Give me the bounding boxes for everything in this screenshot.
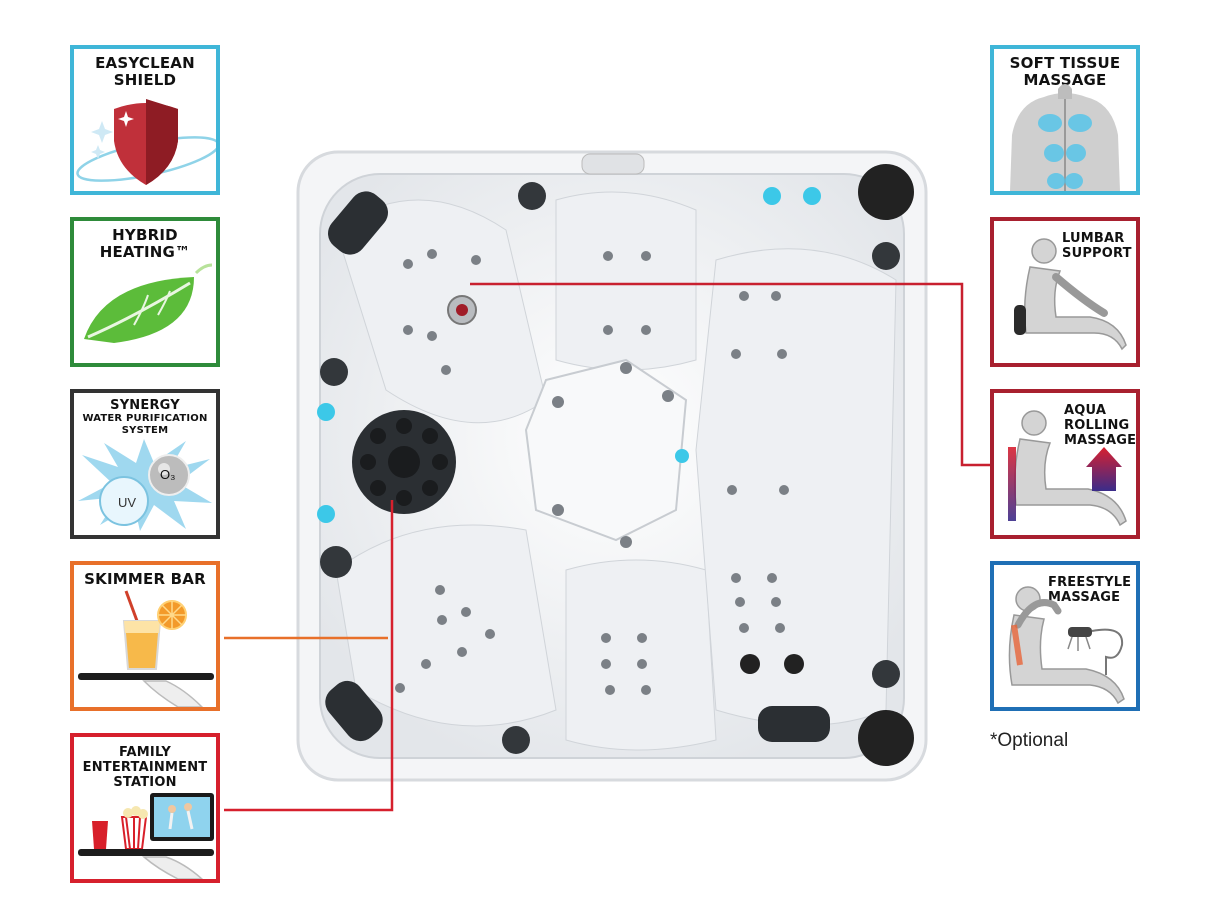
feature-card-freestyle-massage: FREESTYLE MASSAGE	[990, 561, 1140, 711]
feature-title: EASYCLEAN SHIELD	[95, 54, 195, 89]
optional-footnote: *Optional	[990, 730, 1069, 751]
feature-title: FREESTYLE MASSAGE	[1048, 575, 1132, 605]
entertainment-tray-icon	[78, 793, 214, 879]
feature-title: SKIMMER BAR	[84, 570, 206, 588]
feature-title: FAMILY ENTERTAINMENT STATION	[82, 745, 208, 790]
seated-person-rolling-icon	[1008, 410, 1127, 527]
seated-person-lumbar-icon	[1014, 238, 1127, 351]
feature-title: SOFT TISSUE MASSAGE	[1009, 54, 1121, 89]
feature-title: SYNERGY WATER PURIFICATION SYSTEM	[82, 398, 208, 437]
feature-card-easyclean-shield: EASYCLEAN SHIELD	[70, 45, 220, 195]
feature-card-synergy: SYNERGY WATER PURIFICATION SYSTEM O₃ UV	[70, 389, 220, 539]
drink-tray-icon	[78, 590, 214, 707]
feature-card-soft-tissue-massage: SOFT TISSUE MASSAGE	[990, 45, 1140, 195]
seated-person-handheld-jet-icon	[1008, 586, 1125, 705]
feature-card-lumbar-support: LUMBAR SUPPORT	[990, 217, 1140, 367]
ozone-label: O₃	[160, 467, 176, 482]
feature-title: AQUA ROLLING MASSAGE	[1064, 403, 1137, 448]
hot-tub-diagram	[296, 150, 928, 782]
feature-card-skimmer-bar: SKIMMER BAR	[70, 561, 220, 711]
feature-card-hybrid-heating: HYBRID HEATING™	[70, 217, 220, 367]
uv-label: UV	[118, 495, 137, 510]
feature-title: HYBRID HEATING™	[99, 226, 191, 261]
back-muscles-icon	[1010, 84, 1120, 191]
leaf-icon	[84, 263, 213, 343]
feature-card-family-entertainment: FAMILY ENTERTAINMENT STATION	[70, 733, 220, 883]
feature-card-aqua-rolling-massage: AQUA ROLLING MASSAGE	[990, 389, 1140, 539]
feature-title: LUMBAR SUPPORT	[1062, 231, 1132, 261]
water-splash-icon	[78, 439, 212, 531]
shield-icon	[76, 99, 216, 185]
